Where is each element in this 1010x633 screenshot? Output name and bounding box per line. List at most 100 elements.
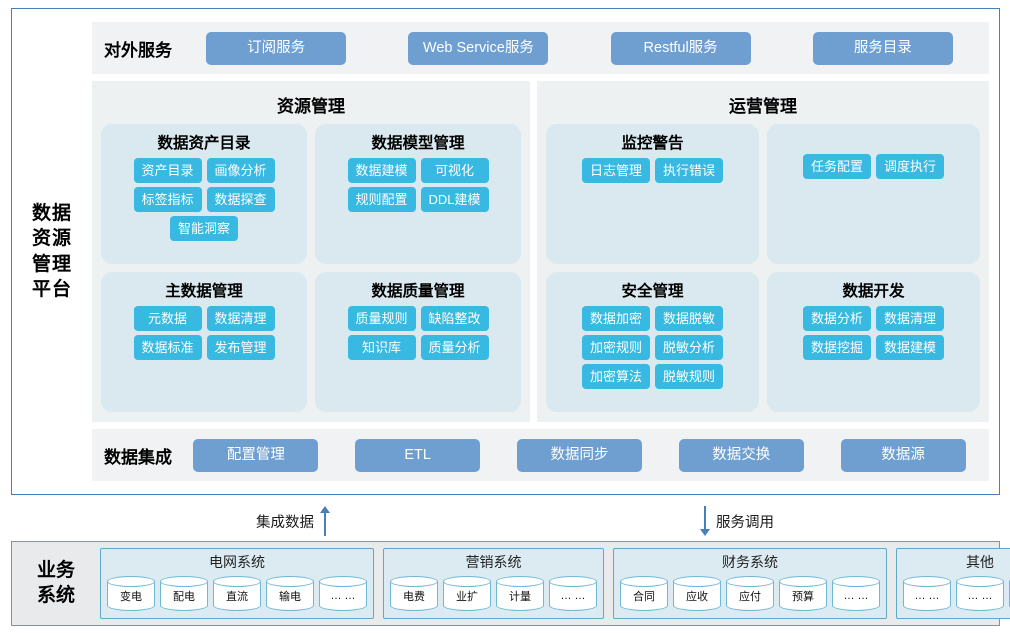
group-tag[interactable]: 缺陷整改 [420,306,489,331]
group-tag[interactable]: 资产目录 [133,158,202,183]
flow-label: 集成数据 [256,514,314,531]
group-tag[interactable]: 智能洞察 [170,216,238,241]
flow-integrate-data: 集成数据 [256,506,331,536]
database-cylinder-icon[interactable]: … … [318,576,367,611]
group-tag[interactable]: 标签指标 [133,187,202,212]
database-cylinder-icon[interactable]: 计量 [495,576,544,611]
group-tag[interactable]: 数据清理 [206,306,275,331]
external-service-button-4[interactable]: 服务目录 [812,31,953,65]
database-cylinder-icon[interactable]: 电费 [389,576,438,611]
group-tag[interactable]: 加密规则 [582,335,650,360]
group-tag[interactable]: 执行错误 [655,158,723,183]
database-cylinder-icon[interactable]: 应付 [725,576,774,611]
data-integration-label: 数据集成 [104,447,172,467]
group-tag[interactable]: 知识库 [347,335,416,360]
group-tag[interactable]: 数据挖掘 [803,335,871,360]
business-system-title: 业务系统 [36,559,75,606]
group-tag[interactable]: 质量分析 [420,335,489,360]
group-tag[interactable]: 规则配置 [347,187,416,212]
group-card: 安全管理数据加密数据脱敏加密规则脱敏分析加密算法脱敏规则 [546,272,759,412]
business-node-label: 业扩 [456,591,478,603]
group-tag[interactable]: 脱敏规则 [655,364,723,389]
business-node-label: 计量 [509,591,531,603]
group-tag[interactable]: 数据脱敏 [655,306,723,331]
database-cylinder-icon[interactable]: 输电 [265,576,314,611]
database-cylinder-icon[interactable]: … … [548,576,597,611]
business-node-label: 直流 [226,591,248,603]
data-integration-button-5[interactable]: 数据源 [840,438,966,472]
group-tag[interactable]: DDL建模 [420,187,489,212]
group-tag-list: 日志管理执行错误 [578,158,728,183]
external-service-items: 订阅服务 Web Service服务 Restful服务 服务目录 [178,31,981,65]
business-node-label: … … [560,590,586,602]
database-cylinder-icon[interactable]: 应收 [672,576,721,611]
data-integration-button-2[interactable]: ETL [355,438,481,472]
group-tag[interactable]: 数据加密 [582,306,650,331]
group-tag[interactable]: 画像分析 [206,158,275,183]
business-group: 其他… …… …… … [896,548,1010,619]
group-title [775,129,972,154]
group-tag[interactable]: 数据建模 [876,335,944,360]
group-tag[interactable]: 发布管理 [206,335,275,360]
group-tag[interactable]: 数据建模 [347,158,416,183]
business-system-frame: 业务系统 电网系统变电配电直流输电… …营销系统电费业扩计量… …财务系统合同应… [11,541,1010,626]
database-cylinder-icon[interactable]: 预算 [778,576,827,611]
group-title: 主数据管理 [165,283,243,300]
external-service-label: 对外服务 [104,40,172,60]
group-tag[interactable]: 调度执行 [876,154,944,179]
business-group-title: 营销系统 [465,554,522,570]
data-integration-button-3[interactable]: 数据同步 [516,438,642,472]
group-tag[interactable]: 加密算法 [582,364,650,389]
group-tag[interactable]: 质量规则 [347,306,416,331]
business-node-row: 合同 应收 应付 预算 … … [619,574,880,613]
business-group-title: 电网系统 [209,554,265,570]
group-tag[interactable]: 脱敏分析 [655,335,723,360]
database-cylinder-icon[interactable]: … … [831,576,880,611]
group-tag[interactable]: 任务配置 [803,154,871,179]
database-cylinder-icon[interactable]: … … [902,576,951,611]
arrow-down-icon [699,506,711,536]
group-title: 安全管理 [621,283,684,300]
panel-operations-management: 运营管理 监控警告日志管理执行错误 任务配置调度执行安全管理数据加密数据脱敏加密… [537,81,989,422]
business-node-row: 变电 配电 直流 输电 … … [106,574,367,613]
main-panels: 资源管理 数据资产目录资产目录画像分析标签指标数据探查智能洞察数据模型管理数据建… [92,81,989,422]
external-service-button-3[interactable]: Restful服务 [610,31,751,65]
database-cylinder-icon[interactable]: 直流 [212,576,261,611]
panel-title: 资源管理 [277,97,345,116]
database-cylinder-icon[interactable]: … … [955,576,1004,611]
group-title: 数据资产目录 [157,135,251,152]
business-node-label: … … [330,590,356,602]
group-tag[interactable]: 日志管理 [582,158,650,183]
group-card: 主数据管理元数据数据清理数据标准发布管理 [101,272,307,412]
data-integration-button-1[interactable]: 配置管理 [193,438,319,472]
business-node-label: … … [914,590,940,602]
database-cylinder-icon[interactable]: 业扩 [442,576,491,611]
group-tag[interactable]: 数据探查 [206,187,275,212]
business-node-label: 应付 [739,591,761,603]
business-group: 电网系统变电 配电 直流 输电 … … [100,548,374,619]
panel-resource-management: 资源管理 数据资产目录资产目录画像分析标签指标数据探查智能洞察数据模型管理数据建… [92,81,530,422]
panel-groups-grid: 数据资产目录资产目录画像分析标签指标数据探查智能洞察数据模型管理数据建模可视化规… [101,124,521,412]
data-integration-button-4[interactable]: 数据交换 [678,438,804,472]
database-cylinder-icon[interactable]: 变电 [106,576,155,611]
data-integration-items: 配置管理 ETL 数据同步 数据交换 数据源 [178,438,981,472]
group-card: 数据资产目录资产目录画像分析标签指标数据探查智能洞察 [101,124,307,264]
group-tag[interactable]: 数据分析 [803,306,871,331]
group-tag-list: 资产目录画像分析标签指标数据探查智能洞察 [129,158,279,241]
group-tag[interactable]: 可视化 [420,158,489,183]
business-node-label: 预算 [792,591,814,603]
business-node-label: 配电 [173,591,195,603]
group-card: 数据质量管理质量规则缺陷整改知识库质量分析 [315,272,521,412]
external-service-button-2[interactable]: Web Service服务 [408,31,549,65]
database-cylinder-icon[interactable]: 合同 [619,576,668,611]
database-cylinder-icon[interactable]: 配电 [159,576,208,611]
business-node-label: 电费 [403,591,425,603]
group-tag[interactable]: 数据清理 [876,306,944,331]
group-tag[interactable]: 数据标准 [133,335,202,360]
group-title: 监控警告 [621,135,684,152]
business-node-label: 合同 [633,591,655,603]
group-tag[interactable]: 元数据 [133,306,202,331]
external-service-button-1[interactable]: 订阅服务 [206,31,347,65]
